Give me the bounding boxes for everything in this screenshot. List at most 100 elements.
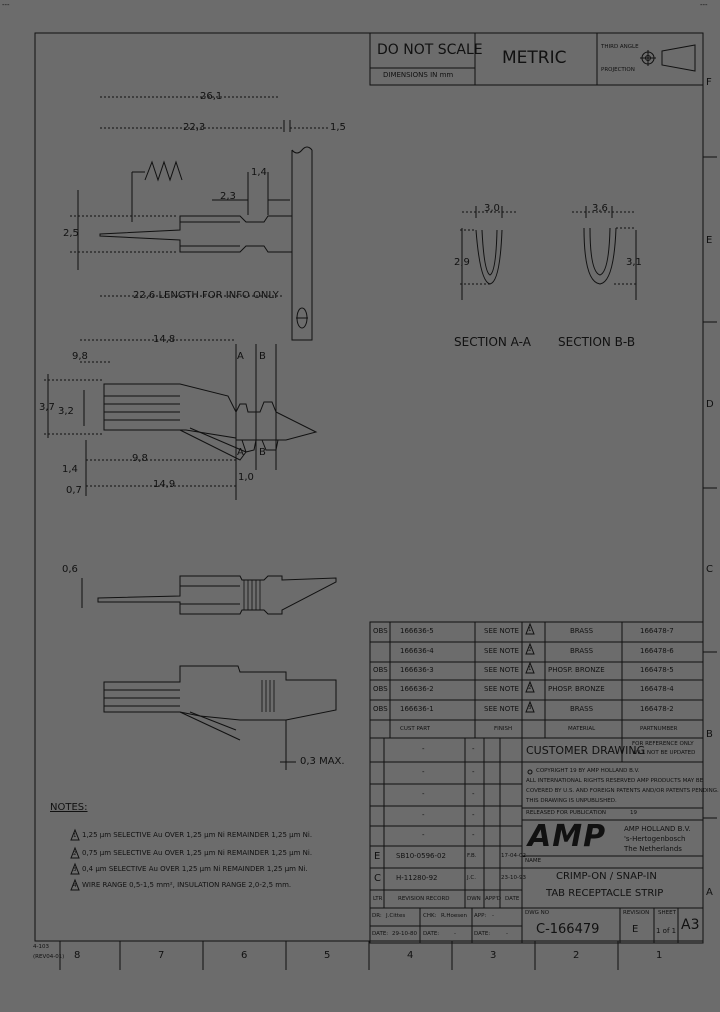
row-material: PHOSP. BRONZE xyxy=(548,685,605,693)
row-note-number: 2 xyxy=(528,685,532,691)
length-info-note: 22,6 LENGTH FOR INFO ONLY xyxy=(133,290,279,301)
reference-note-2: WILL NOT BE UPDATED xyxy=(632,750,696,756)
row-finish: SEE NOTE xyxy=(484,647,519,655)
revision-label: REVISION xyxy=(623,910,650,916)
row-note-number: 2 xyxy=(528,647,532,653)
checked-by: R.Hoesen xyxy=(441,913,467,919)
row-finish: SEE NOTE xyxy=(484,627,519,635)
drawn-date: 29-10-80 xyxy=(392,931,417,937)
copyright-line: COPYRIGHT 19 BY AMP HOLLAND B.V. xyxy=(536,768,640,774)
row-status: OBS xyxy=(373,705,388,713)
row-status: OBS xyxy=(373,627,388,635)
notes-title: NOTES: xyxy=(50,802,88,813)
revision-date: 17-04-02 xyxy=(501,853,526,859)
row-dash: 166478-5 xyxy=(640,666,674,674)
header-partnumber: PARTNUMBER xyxy=(640,726,678,732)
dwg-no-label: DWG NO xyxy=(525,910,550,916)
appd-label: APP: xyxy=(474,913,487,919)
projection-label: PROJECTION xyxy=(601,67,635,73)
header-finish: FINISH xyxy=(494,726,513,732)
revision-dwn: - xyxy=(472,790,475,798)
dimensions-units: DIMENSIONS IN mm xyxy=(383,71,454,79)
drawing-frame xyxy=(34,32,704,942)
dim-14-8: 14,8 xyxy=(153,334,176,345)
header-revision-record: REVISION RECORD xyxy=(398,896,450,902)
row-letter-f: F xyxy=(706,77,712,88)
released-year: 19 xyxy=(630,810,637,816)
col-number-3: 3 xyxy=(490,950,497,961)
revision-dwn: F.B. xyxy=(467,853,477,859)
row-letter-a: A xyxy=(706,887,713,898)
revision-dwn: - xyxy=(472,768,475,776)
checked-date: - xyxy=(454,931,456,937)
dim-3-7: 3,7 xyxy=(39,402,55,413)
note-number: 2 xyxy=(73,851,77,857)
section-b-width: 3,6 xyxy=(592,203,608,214)
note-text: 0,4 µm SELECTIVE Au OVER 1,25 µm Ni REMA… xyxy=(82,865,308,873)
section-cut-b-top: B xyxy=(259,351,266,362)
sheet-size: A3 xyxy=(681,917,700,933)
dim-0-6: 0,6 xyxy=(62,564,78,575)
name-label: NAME xyxy=(525,858,542,864)
section-a-width: 3,0 xyxy=(484,203,500,214)
section-b-label: SECTION B-B xyxy=(558,335,636,349)
row-part: 166636-3 xyxy=(400,666,434,674)
note-text: 1,25 µm SELECTIVE Au OVER 1,25 µm Ni REM… xyxy=(82,831,313,839)
reference-note-1: FOR REFERENCE ONLY xyxy=(632,741,694,747)
col-number-7: 7 xyxy=(158,950,165,961)
approved-date: - xyxy=(506,931,508,937)
col-number-6: 6 xyxy=(241,950,248,961)
corner-mark-right: --- xyxy=(700,1,708,9)
revision-value: E xyxy=(632,924,639,935)
row-note-number: 1 xyxy=(528,627,532,633)
revision-dwn: - xyxy=(472,811,475,819)
row-note-number: 3 xyxy=(528,705,532,711)
top-title-block xyxy=(369,32,704,86)
section-cut-b-bottom: B xyxy=(259,447,266,458)
header-dwn: DWN xyxy=(467,896,481,902)
row-finish: SEE NOTE xyxy=(484,705,519,713)
title-block xyxy=(369,737,704,944)
note-number: 3 xyxy=(73,867,77,873)
revision-date: 23-10-93 xyxy=(501,875,526,881)
dim-9-8-bottom: 9,8 xyxy=(132,453,148,464)
section-a-label: SECTION A-A xyxy=(454,335,531,349)
revision-desc: - xyxy=(422,768,425,776)
row-status: OBS xyxy=(373,685,388,693)
col-number-8: 8 xyxy=(74,950,81,961)
col-number-2: 2 xyxy=(573,950,580,961)
corner-mark-left: --- xyxy=(2,1,10,9)
header-appd: APP'D xyxy=(485,896,502,902)
form-number: 4-103 xyxy=(33,944,49,950)
revision-desc: - xyxy=(422,811,425,819)
dim-1-5: 1,5 xyxy=(330,122,346,133)
customer-drawing-title: CUSTOMER DRAWING xyxy=(526,744,646,757)
row-part: 166636-2 xyxy=(400,685,434,693)
row-finish: SEE NOTE xyxy=(484,685,519,693)
header-material: MATERIAL xyxy=(568,726,596,732)
dim-14-9: 14,9 xyxy=(153,479,176,490)
date-label: DATE: xyxy=(372,931,389,937)
row-dash: 166478-7 xyxy=(640,627,674,635)
row-material: BRASS xyxy=(570,705,594,713)
row-finish: SEE NOTE xyxy=(484,666,519,674)
drawing-number: C-166479 xyxy=(536,922,600,937)
released-line: RELEASED FOR PUBLICATION xyxy=(526,810,607,816)
row-letter-d: D xyxy=(706,399,714,410)
chk-label: CHK: xyxy=(423,913,437,919)
dr-label: DR: xyxy=(372,913,382,919)
row-dash: 166478-2 xyxy=(640,705,674,713)
unpublished-line: THIS DRAWING IS UNPUBLISHED. xyxy=(526,798,617,804)
col-number-1: 1 xyxy=(656,950,663,961)
company-country: The Netherlands xyxy=(624,845,682,853)
row-letter-c: C xyxy=(706,564,713,575)
header-ltr: LTR xyxy=(373,896,383,902)
patents-line: COVERED BY U.S. AND FOREIGN PATENTS AND/… xyxy=(526,788,719,794)
revision-letter: C xyxy=(374,873,381,884)
header-date: DATE xyxy=(505,896,520,902)
dim-0-3-max: 0,3 MAX. xyxy=(300,756,345,767)
row-material: PHOSP. BRONZE xyxy=(548,666,605,674)
row-note-number: 1 xyxy=(528,666,532,672)
section-a-height: 2,9 xyxy=(454,257,470,268)
